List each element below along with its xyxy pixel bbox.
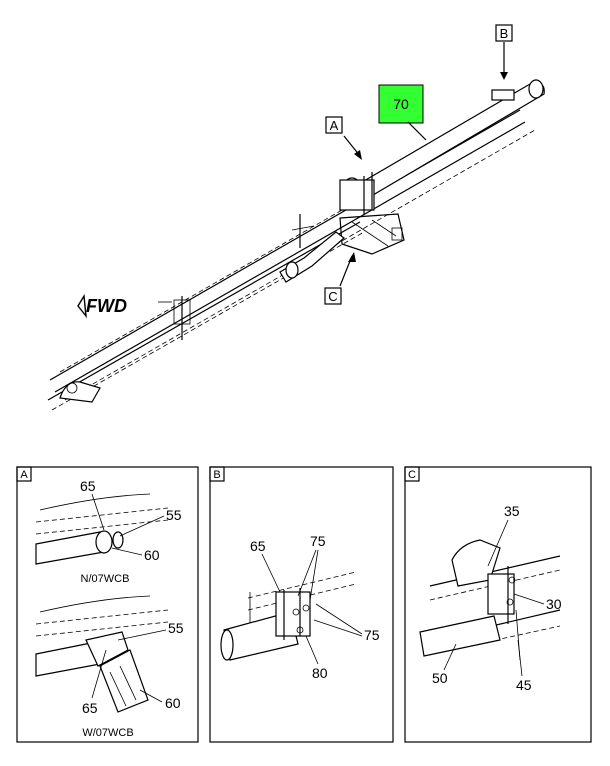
callout-b-box [495,24,513,42]
detail-b-frame [209,466,394,743]
part-70-label: 70 [393,96,409,112]
b-75-right: 75 [364,627,380,643]
part-70-label-box [378,84,424,124]
c-pipe [419,615,501,657]
rear-hanger [491,89,515,101]
lower-bracket-arm [99,649,149,713]
upper-rail-top [39,493,151,511]
c-bracket [487,573,515,615]
callout-c-box [324,287,342,305]
upper-pipe [35,531,105,565]
b-75-top: 75 [310,533,326,549]
a-upper-caption: N/07WCB [81,573,130,585]
front-bracket [158,214,315,340]
lower-bracket-top [85,631,129,667]
detail-c-frame [404,466,592,743]
a-lower-55: 55 [168,620,184,636]
callout-a-box [325,116,343,134]
detail-a: A 65 55 60 N/07WCB 55 65 60 W/07WCB [16,466,199,743]
callout-b-label: B [500,26,509,41]
detail-a-tag: A [20,469,28,481]
detail-c: C 35 30 50 45 [404,466,592,743]
upper-clamp [95,530,113,554]
callout-c-label: C [328,289,337,304]
fwd-marker: FWD [77,293,127,319]
clamp-assembly [339,172,375,214]
a-lower-caption: W/07WCB [82,727,133,739]
b-65: 65 [250,538,266,554]
b-hanger [275,591,311,637]
c-30: 30 [546,596,562,612]
detail-a-tag-box [16,466,32,482]
b-80: 80 [312,665,328,681]
c-45: 45 [516,677,532,693]
fwd-label: FWD [86,296,127,316]
exhaust-pipe [350,79,545,199]
c-50: 50 [432,670,448,686]
detail-a-frame [16,466,199,743]
detail-c-tag-box [404,466,420,482]
detail-b-tag: B [213,469,220,481]
a-lower-60: 60 [165,695,181,711]
part-70-leader [407,121,427,141]
main-assembly: A B C 70 FWD [47,24,545,411]
frame-rail [47,101,536,411]
a-upper-55: 55 [166,507,182,523]
a-upper-65: 65 [80,478,96,494]
detail-c-tag: C [408,469,416,481]
callout-a-label: A [330,118,339,133]
detail-b: B 65 75 75 80 [209,466,394,743]
a-upper-60: 60 [144,547,160,563]
detail-b-tag-box [209,466,225,482]
front-end-fragment [59,381,101,403]
c-35: 35 [504,503,520,519]
a-lower-65: 65 [82,700,98,716]
crossmember-bracket [339,213,405,255]
